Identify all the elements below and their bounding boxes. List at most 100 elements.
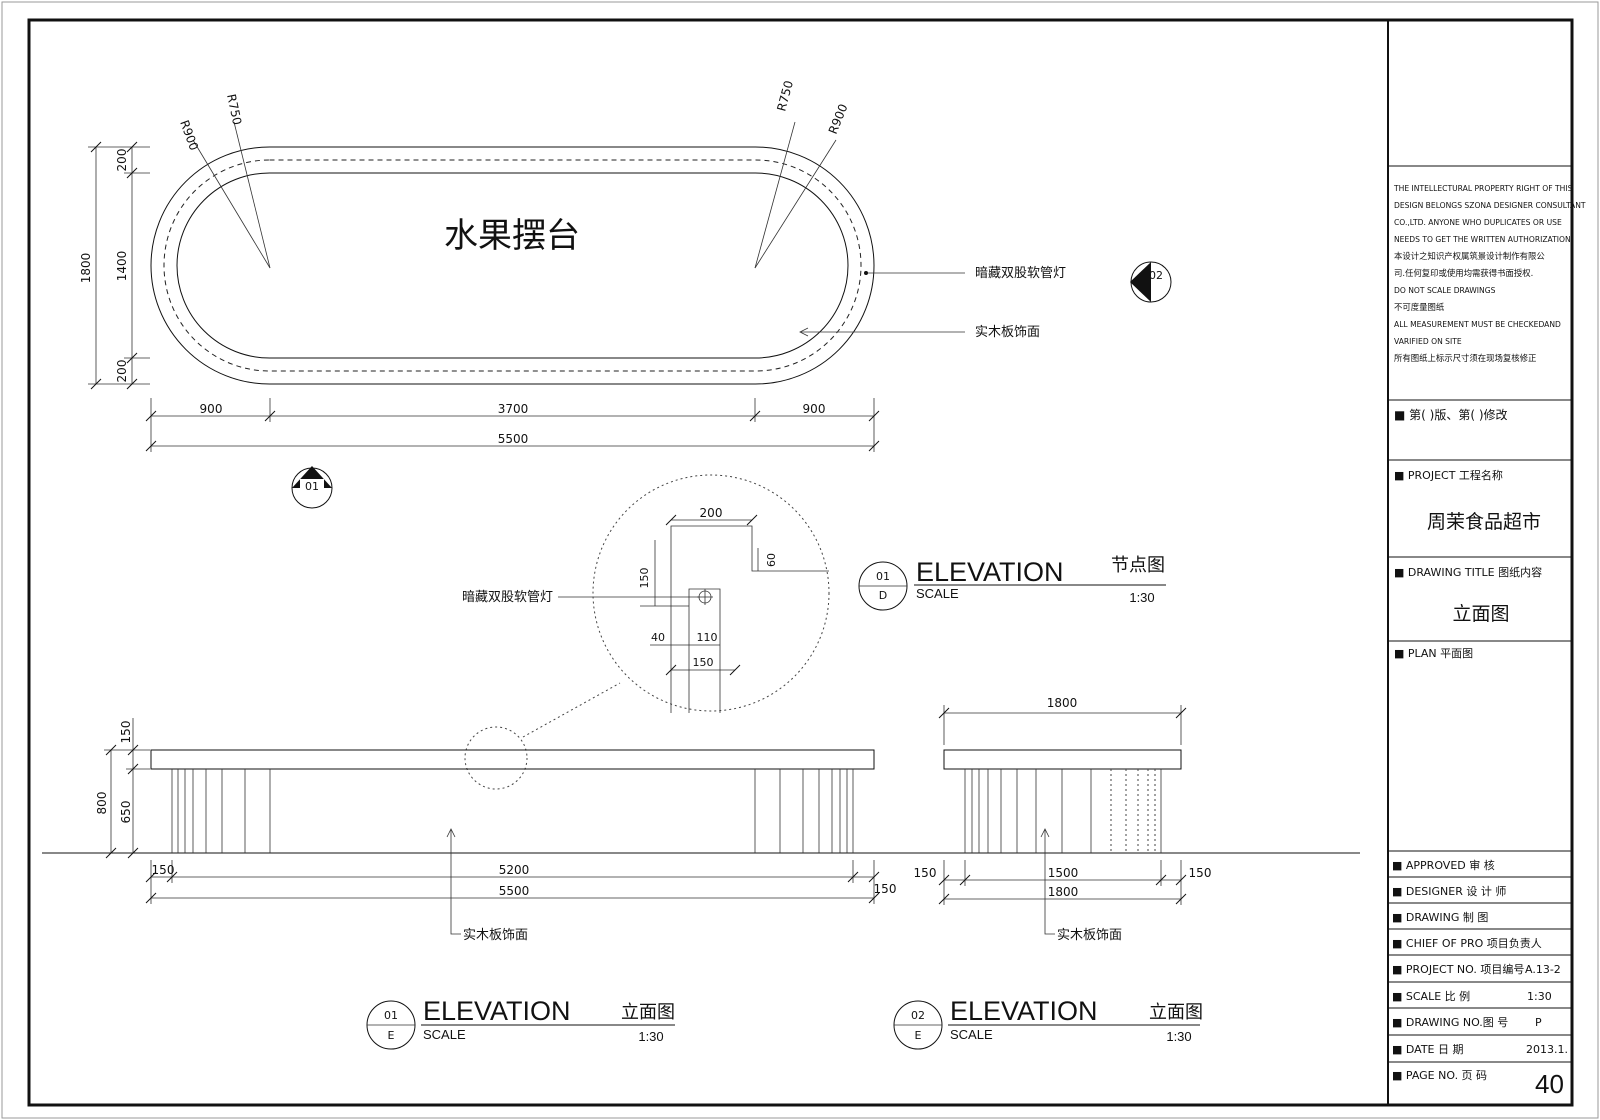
plan-view: 水果摆台 R900 R750 R750 R900 1800 200 1400 2… [79, 79, 1172, 509]
callout-text: 暗藏双股软管灯 [462, 590, 553, 605]
elevation-02-title: 02 E ELEVATION SCALE 立面图 1:30 [893, 996, 1203, 1050]
dim-label: 900 [803, 402, 826, 416]
titleblock-row-label: ■ DESIGNER 设 计 师 [1392, 885, 1506, 898]
svg-text:D: D [879, 589, 887, 602]
dim-label: 650 [119, 801, 133, 824]
dim-label: 5500 [499, 884, 530, 898]
svg-text:1:30: 1:30 [1129, 590, 1154, 605]
svg-text:本设计之知识产权属筑景设计制作有限公: 本设计之知识产权属筑景设计制作有限公 [1394, 251, 1545, 261]
project-name: 周茉食品超市 [1427, 511, 1541, 533]
detail-boundary [592, 474, 830, 712]
elevation-02: 1800 150 1500 150 1800 实木板饰面 02 E ELEVAT… [893, 696, 1212, 1050]
svg-text:01: 01 [876, 570, 890, 583]
svg-text:司.任何复印或使用均需获得书面授权.: 司.任何复印或使用均需获得书面授权. [1394, 268, 1533, 278]
dim-label: 150 [1189, 866, 1212, 880]
title-block: THE INTELLECTURAL PROPERTY RIGHT OF THIS… [1388, 165, 1586, 1099]
svg-text:DESIGN BELONGS SZONA DESIGNER: DESIGN BELONGS SZONA DESIGNER CONSULTANT [1394, 201, 1586, 210]
section-marker-02: 02 [1130, 261, 1172, 303]
table-inner-outline [176, 172, 849, 359]
detail-view: 200 60 150 40 110 150 暗藏双股软管灯 01 D ELEVA… [462, 474, 1166, 790]
table-outer-outline [150, 146, 875, 385]
dim-label: 800 [95, 792, 109, 815]
view-heading: ELEVATION [950, 996, 1098, 1026]
radius-leader [754, 121, 796, 269]
drawing-title: 立面图 [1452, 603, 1509, 625]
wood-slats-right [754, 769, 854, 853]
callout-text: 实木板饰面 [975, 325, 1040, 340]
revision-field: ■ 第( )版、第( )修改 [1394, 407, 1508, 422]
titleblock-row-label: ■ DRAWING NO.图 号 [1392, 1016, 1508, 1029]
dim-label: 150 [152, 863, 175, 877]
detail-profile [670, 525, 829, 713]
radius-label: R750 [224, 93, 244, 126]
page-number: 40 [1535, 1069, 1564, 1099]
radius-label: R900 [826, 102, 851, 136]
callout-leader [450, 829, 461, 935]
dim-label: 150 [119, 721, 133, 744]
date-value: 2013.1. [1526, 1043, 1568, 1056]
dim-label: 1800 [1048, 885, 1079, 899]
elevation-01: 150 800 650 150 5200 5500 150 实木板饰面 01 E… [95, 718, 897, 1050]
svg-text:节点图: 节点图 [1111, 555, 1165, 576]
dim-label: 150 [638, 568, 651, 589]
svg-text:SCALE: SCALE [423, 1027, 466, 1042]
svg-text:02: 02 [1149, 269, 1163, 282]
detail-title-block: 01 D ELEVATION SCALE 节点图 1:30 [858, 555, 1166, 611]
dim-label: 5500 [498, 432, 529, 446]
titleblock-row-label: ■ PAGE NO. 页 码 [1392, 1069, 1487, 1082]
titleblock-row-label: ■ CHIEF OF PRO 项目负责人 [1392, 936, 1542, 950]
svg-text:所有图纸上标示尺寸须在现场复核修正: 所有图纸上标示尺寸须在现场复核修正 [1394, 353, 1536, 363]
svg-text:SCALE: SCALE [950, 1027, 993, 1042]
project-label: ■ PROJECT 工程名称 [1394, 468, 1503, 482]
dim-label: 1400 [115, 251, 129, 282]
callout-leader [1044, 829, 1055, 935]
dim-label: 5200 [499, 863, 530, 877]
dim-label: 200 [700, 506, 723, 520]
svg-text:01: 01 [384, 1009, 398, 1022]
titleblock-row-label: ■ DRAWING 制 图 [1392, 911, 1488, 924]
svg-text:VARIFIED ON SITE: VARIFIED ON SITE [1394, 337, 1462, 346]
svg-text:立面图: 立面图 [621, 1002, 675, 1023]
dim-label: 3700 [498, 402, 529, 416]
svg-text:01: 01 [305, 480, 319, 493]
svg-text:E: E [915, 1029, 922, 1042]
callout-text: 暗藏双股软管灯 [975, 266, 1066, 281]
svg-text:DO NOT SCALE DRAWINGS: DO NOT SCALE DRAWINGS [1394, 286, 1496, 295]
titleblock-row-label: ■ DATE 日 期 [1392, 1043, 1464, 1056]
project-number: A.13-2 [1525, 963, 1561, 976]
dim-label: 150 [874, 882, 897, 896]
wood-slats-left [171, 769, 271, 853]
radius-leader [192, 139, 271, 269]
svg-text:SCALE: SCALE [916, 586, 959, 601]
titleblock-row-label: ■ SCALE 比 例 [1392, 989, 1470, 1003]
wood-slats [964, 769, 1162, 853]
svg-text:CO.,LTD. ANYONE WHO DUPLICATES: CO.,LTD. ANYONE WHO DUPLICATES OR USE [1394, 218, 1562, 227]
svg-text:THE INTELLECTURAL PROPERTY RIG: THE INTELLECTURAL PROPERTY RIGHT OF THIS [1393, 184, 1573, 193]
dim-label: 200 [115, 360, 129, 383]
svg-text:NEEDS TO GET THE WRITTEN AUTHO: NEEDS TO GET THE WRITTEN AUTHORIZATION [1394, 235, 1571, 244]
svg-text:ALL MEASUREMENT MUST BE CHECKE: ALL MEASUREMENT MUST BE CHECKEDAND [1394, 320, 1561, 329]
titleblock-row-label: ■ PROJECT NO. 项目编号 [1392, 962, 1524, 976]
view-heading: ELEVATION [423, 996, 571, 1026]
dim-label: 900 [200, 402, 223, 416]
copyright-notes: THE INTELLECTURAL PROPERTY RIGHT OF THIS… [1393, 184, 1586, 363]
drawing-number: P [1535, 1016, 1542, 1029]
radius-label: R750 [774, 79, 796, 113]
tabletop [150, 749, 875, 770]
svg-text:不可度量图纸: 不可度量图纸 [1394, 302, 1445, 312]
dim-label: 110 [697, 631, 718, 644]
drawing-title-label: ■ DRAWING TITLE 图纸内容 [1394, 565, 1542, 579]
plan-title: 水果摆台 [444, 216, 580, 256]
svg-text:立面图: 立面图 [1149, 1002, 1203, 1023]
dim-label: 60 [765, 553, 778, 567]
svg-text:1:30: 1:30 [1166, 1029, 1191, 1044]
callout-text: 实木板饰面 [463, 928, 528, 943]
dim-label: 150 [693, 656, 714, 669]
scale-value: 1:30 [1527, 990, 1552, 1003]
dim-label: 1800 [79, 253, 93, 284]
dim-label: 1500 [1048, 866, 1079, 880]
detail-reference-circle [464, 726, 528, 790]
hidden-led-line [163, 159, 862, 372]
